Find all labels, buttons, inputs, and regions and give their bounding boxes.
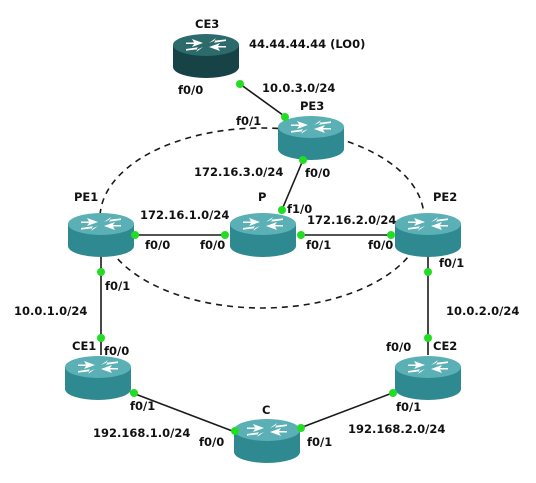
router-icon (408, 360, 448, 374)
router-name-ce2: CE2 (433, 339, 457, 353)
port-label-pe1-f00: f0/0 (145, 238, 170, 252)
router-icon (78, 360, 118, 374)
router-name-p: P (258, 190, 266, 204)
port-label-pe3-f01: f0/1 (236, 114, 261, 128)
router-icon (291, 120, 331, 134)
port-dot-p-f01[interactable] (297, 231, 305, 239)
router-name-ce1: CE1 (72, 339, 96, 353)
port-dot-pe1-f01[interactable] (97, 268, 105, 276)
router-pe1[interactable] (68, 213, 134, 257)
port-dot-ce2-f01[interactable] (389, 389, 397, 397)
port-label-ce1-f00: f0/0 (104, 344, 129, 358)
router-c[interactable] (234, 419, 300, 463)
port-label-p-f01: f0/1 (306, 238, 331, 252)
subnet-label-c-ce2: 192.168.2.0/24 (348, 422, 445, 436)
links-layer (100, 83, 429, 433)
subnet-label-pe1-ce1: 10.0.1.0/24 (14, 304, 87, 318)
subnet-label-pe1-p: 172.16.1.0/24 (140, 208, 229, 222)
router-name-pe3: PE3 (300, 99, 324, 113)
port-dot-pe2-f01[interactable] (424, 268, 432, 276)
port-label-pe3-f00: f0/0 (305, 166, 330, 180)
port-dot-p-f00[interactable] (221, 231, 229, 239)
port-label-p-f00: f0/0 (200, 238, 225, 252)
port-label-c-f00: f0/0 (199, 435, 224, 449)
router-name-c: C (262, 403, 270, 417)
link-pe3-p[interactable] (280, 159, 304, 213)
router-pe2[interactable] (395, 213, 461, 257)
router-name-ce3: CE3 (195, 17, 219, 31)
port-label-ce2-f00: f0/0 (386, 340, 411, 354)
link-ce3-pe3[interactable] (239, 83, 288, 119)
port-label-ce1-f01: f0/1 (130, 399, 155, 413)
port-dot-pe2-f00[interactable] (387, 231, 395, 239)
router-icon (243, 217, 283, 231)
subnet-label-pe3-p: 172.16.3.0/24 (194, 165, 283, 179)
router-ce2[interactable] (395, 356, 461, 400)
port-label-p-f10: f1/0 (287, 202, 312, 216)
router-icon (186, 38, 226, 52)
port-dot-ce1-f00[interactable] (97, 334, 105, 342)
subnet-label-ce1-c: 192.168.1.0/24 (93, 426, 190, 440)
port-label-pe2-f01: f0/1 (439, 256, 464, 270)
router-icon (247, 423, 287, 437)
port-label-ce2-f01: f0/1 (396, 400, 421, 414)
port-dot-ce2-f00[interactable] (424, 334, 432, 342)
port-dot-c-f01[interactable] (297, 424, 305, 432)
port-dot-c-f00[interactable] (231, 427, 239, 435)
router-p[interactable] (230, 213, 296, 257)
port-dot-pe1-f00[interactable] (131, 231, 139, 239)
port-label-pe1-f01: f0/1 (105, 279, 130, 293)
subnet-label-pe2-ce2: 10.0.2.0/24 (446, 304, 519, 318)
port-dot-pe3-f01[interactable] (281, 113, 289, 121)
subnet-label-ce3-pe3: 10.0.3.0/24 (262, 81, 335, 95)
router-ce1[interactable] (65, 356, 131, 400)
port-dot-p-f10[interactable] (278, 206, 286, 214)
router-icon (408, 217, 448, 231)
router-ce3[interactable] (173, 34, 239, 78)
subnet-label-p-pe2: 172.16.2.0/24 (307, 213, 396, 227)
port-dot-ce3-f00[interactable] (236, 80, 244, 88)
port-dot-ce1-f01[interactable] (130, 389, 138, 397)
router-name-pe1: PE1 (74, 190, 98, 204)
router-icon (81, 217, 121, 231)
port-dots (97, 80, 432, 435)
port-label-c-f01: f0/1 (307, 435, 332, 449)
link-c-ce2[interactable] (299, 391, 396, 429)
link-ce1-c[interactable] (129, 391, 236, 433)
port-dot-pe3-f00[interactable] (299, 156, 307, 164)
ce3-loopback-label: 44.44.44.44 (LO0) (249, 37, 365, 51)
port-label-pe2-f00: f0/0 (368, 238, 393, 252)
router-name-pe2: PE2 (433, 190, 457, 204)
port-label-ce3-f00: f0/0 (178, 83, 203, 97)
router-pe3[interactable] (278, 116, 344, 160)
